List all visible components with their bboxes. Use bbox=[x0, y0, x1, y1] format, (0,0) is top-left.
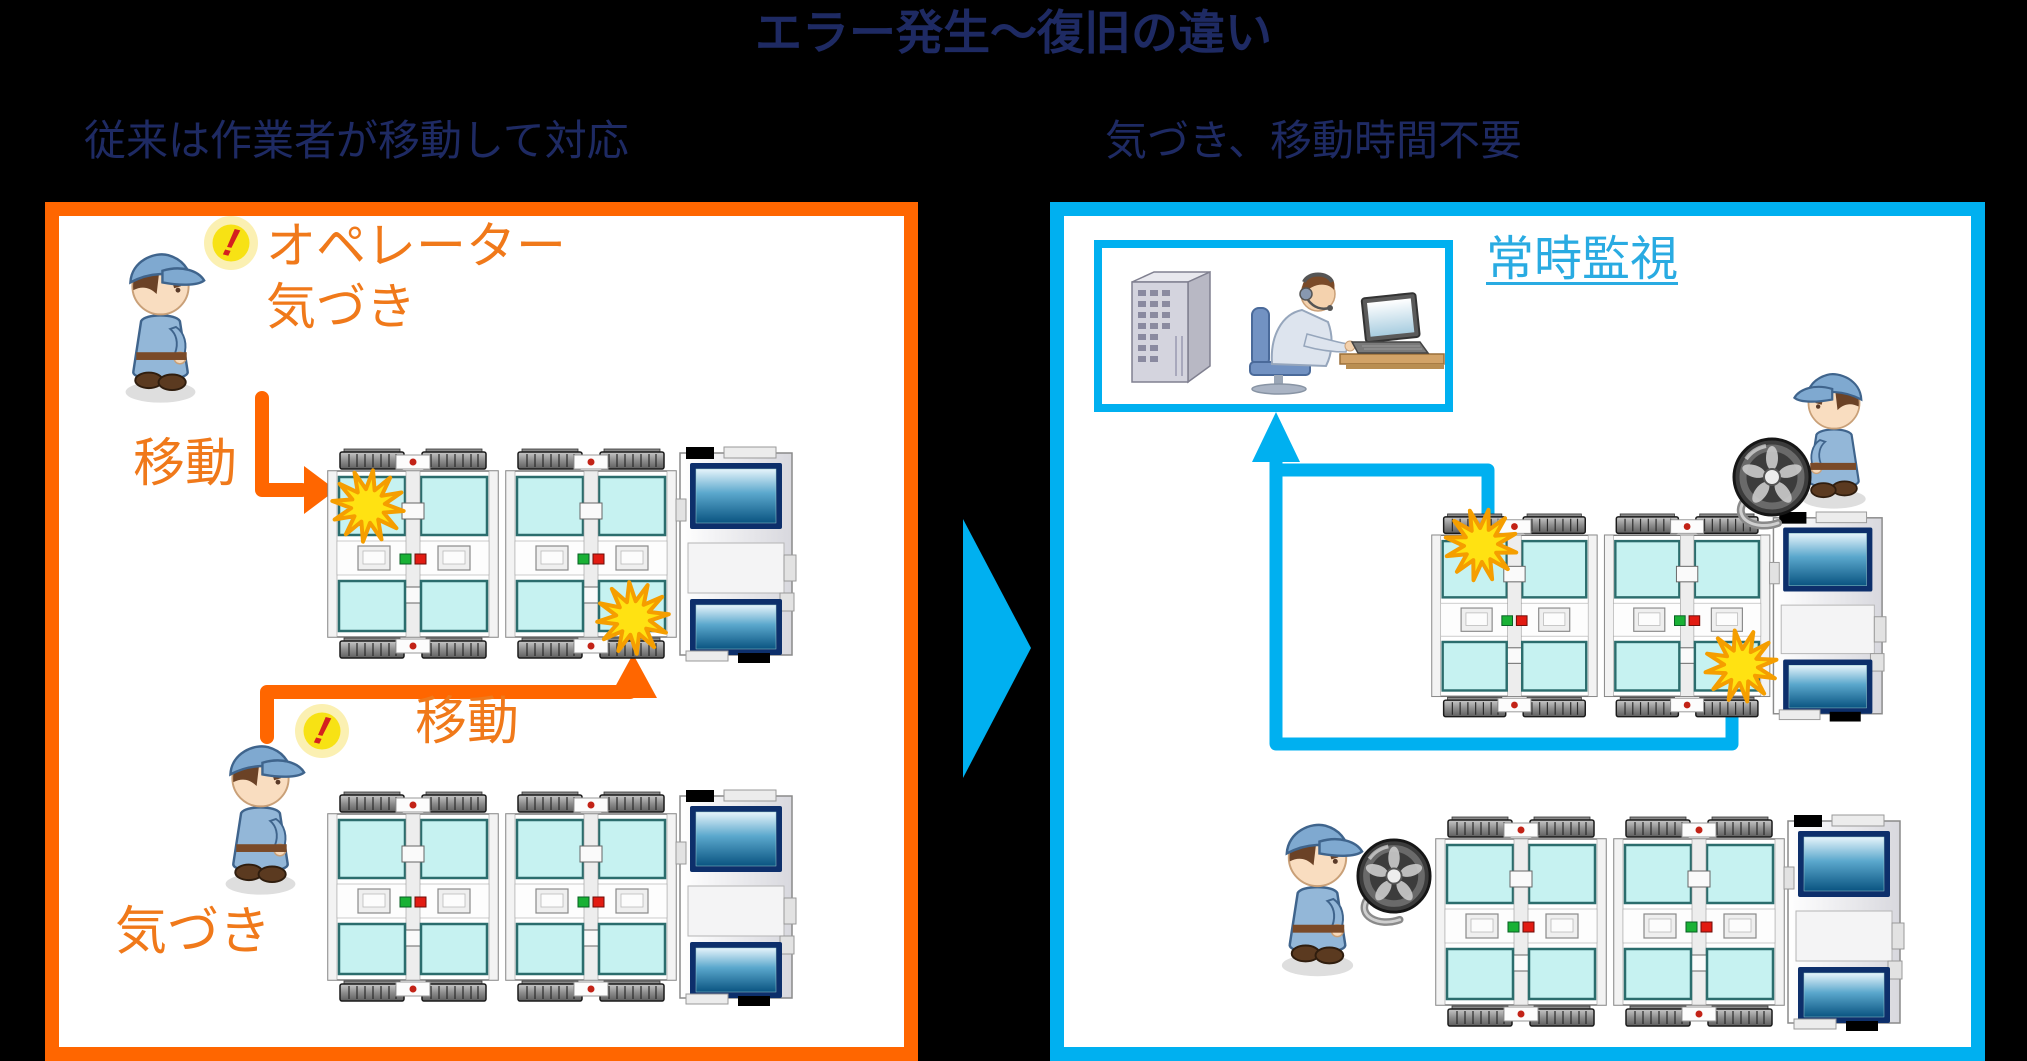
monitoring-station-box bbox=[1094, 240, 1453, 412]
move-label-top: 移動 bbox=[133, 435, 238, 493]
page-title: エラー発生～復旧の違い bbox=[755, 6, 1272, 59]
constant-monitoring-label: 常時監視 bbox=[1486, 233, 1679, 286]
transition-arrow bbox=[963, 519, 1031, 778]
right-panel-subtitle: 気づき、移動時間不要 bbox=[1105, 117, 1523, 164]
left-panel-subtitle: 従来は作業者が移動して対応 bbox=[84, 117, 629, 164]
move-label-bottom: 移動 bbox=[415, 693, 520, 751]
notice-label: 気づき bbox=[115, 903, 272, 961]
operator-notice-label: オペレーター 気づき bbox=[266, 218, 566, 335]
